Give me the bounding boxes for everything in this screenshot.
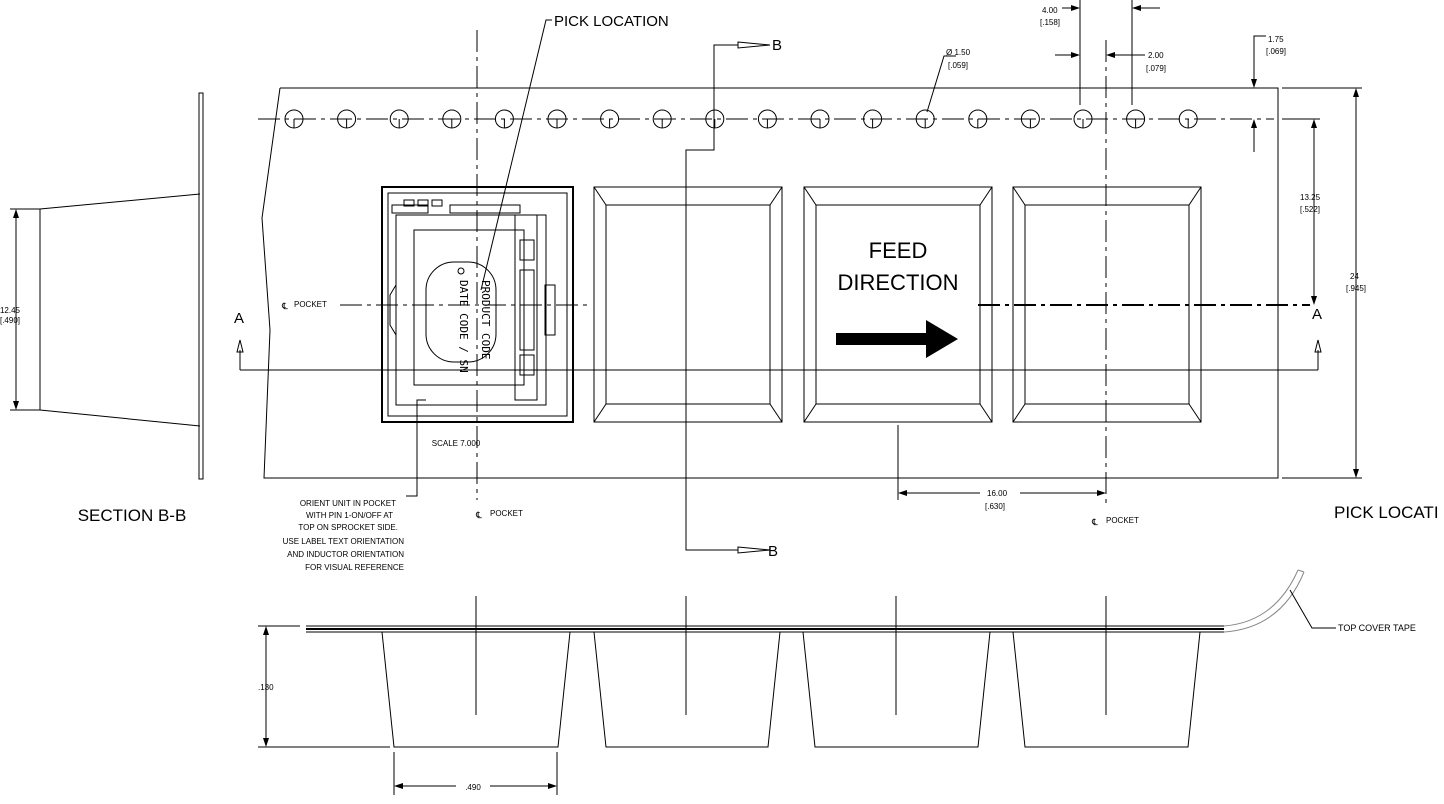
section-taper-top: [39, 193, 201, 210]
hole-cl-mm: 13.25: [1300, 193, 1321, 202]
note-line-3: TOP ON SPROCKET SIDE.: [298, 523, 398, 532]
edge-hole-mm: 1.75: [1268, 35, 1284, 44]
orientation-note: ORIENT UNIT IN POCKET WITH PIN 1-ON/OFF …: [283, 499, 405, 572]
cl-symbol-bottom-1: ℄: [475, 510, 482, 520]
hole-cl-inch: [.522]: [1300, 205, 1320, 214]
date-code-text: DATE CODE / SN: [457, 280, 470, 373]
side-pocket-4: [1012, 631, 1201, 748]
section-a-marker-right: A: [1312, 306, 1322, 323]
pocket-pitch-mm: 16.00: [987, 489, 1008, 498]
pick-location-top-label: PICK LOCATION: [554, 13, 669, 30]
tape-width-inch: [.945]: [1346, 284, 1366, 293]
section-b-b-title: SECTION B-B: [78, 506, 187, 525]
tape-side-view: TOP COVER TAPE .130 .490: [258, 569, 1416, 795]
dim-tape-width: 24 [.945]: [1282, 87, 1366, 479]
dim-sprocket-pitch: 4.00 [.158]: [1040, 0, 1160, 105]
dim-hole-to-centerline: 13.25 [.522]: [1282, 118, 1321, 305]
pitch-inch: [.158]: [1040, 18, 1060, 27]
dim-pocket-pitch: 16.00 [.630]: [897, 425, 1106, 511]
pocket-depth-label: .130: [258, 683, 274, 692]
product-code-text: PRODUCT CODE: [479, 280, 492, 359]
section-b-b-view: 12.45 [.490] SECTION B-B: [0, 92, 204, 525]
section-a-marker-left: A: [234, 310, 244, 327]
top-cover-tape-label: TOP COVER TAPE: [1338, 623, 1416, 633]
diameter-mm: Ø 1.50: [946, 48, 971, 57]
pocket-pitch-inch: [.630]: [985, 502, 1005, 511]
note-line-5: AND INDUCTOR ORIENTATION: [287, 550, 404, 559]
section-height-mm: 12.45: [0, 306, 21, 315]
tape-plan-view: PRODUCT CODE DATE CODE / SN FEED DIRECTI…: [234, 0, 1439, 572]
edge-hole-inch: [.069]: [1266, 47, 1286, 56]
section-height-inch: [.490]: [0, 316, 20, 325]
pocket-2: [593, 186, 783, 423]
tape-width-mm: 24: [1350, 272, 1359, 281]
dim-hole-diameter: Ø 1.50 [.059]: [926, 48, 971, 113]
cl-pocket-bottom-2: POCKET: [1106, 516, 1139, 525]
feed-direction-arrow-icon: [836, 320, 958, 358]
section-b-marker-bottom: B: [768, 543, 778, 560]
side-pocket-1: [381, 631, 571, 748]
diameter-inch: [.059]: [948, 61, 968, 70]
scale-label: SCALE 7.000: [432, 439, 481, 448]
pick-location-leader: [480, 19, 552, 291]
side-pocket-3: [802, 631, 991, 748]
sprocket-hole-row: [284, 109, 1198, 129]
cl-pocket-left: POCKET: [294, 300, 327, 309]
pocket-3: [803, 186, 993, 423]
note-line-4: USE LABEL TEXT ORIENTATION: [283, 537, 405, 546]
cl-symbol-bottom-2: ℄: [1091, 517, 1098, 527]
cl-symbol-left: ℄: [281, 301, 288, 311]
side-view-pockets: [381, 596, 1201, 748]
section-b-marker-top: B: [772, 37, 782, 54]
cl-pocket-bottom-1: POCKET: [490, 509, 523, 518]
pin1-marker-icon: [457, 267, 465, 275]
feed-label-line1: FEED: [869, 238, 928, 263]
section-b-cut-line: [685, 44, 738, 551]
note-line-6: FOR VISUAL REFERENCE: [305, 563, 404, 572]
hole-pocket-mm: 2.00: [1148, 51, 1164, 60]
dim-edge-to-hole: 1.75 [.069]: [1251, 35, 1286, 152]
pitch-mm: 4.00: [1042, 6, 1058, 15]
pick-location-right-label: PICK LOCATI: [1334, 503, 1439, 522]
note-leader: [406, 399, 426, 497]
feed-label-line2: DIRECTION: [838, 270, 959, 295]
side-pocket-2: [593, 631, 781, 748]
section-taper-bottom: [39, 409, 201, 427]
dim-hole-to-pocket: 2.00 [.079]: [1055, 51, 1166, 73]
pocket-width-label: .490: [465, 783, 481, 792]
hole-pocket-inch: [.079]: [1146, 64, 1166, 73]
note-line-2: WITH PIN 1-ON/OFF AT: [306, 511, 393, 520]
component-unit: PRODUCT CODE DATE CODE / SN: [389, 199, 556, 406]
tape-outline: [261, 87, 1279, 479]
note-line-1: ORIENT UNIT IN POCKET: [300, 499, 396, 508]
cover-tape-leader: [1289, 589, 1336, 629]
section-wall: [198, 92, 204, 480]
label-area: [425, 261, 497, 363]
